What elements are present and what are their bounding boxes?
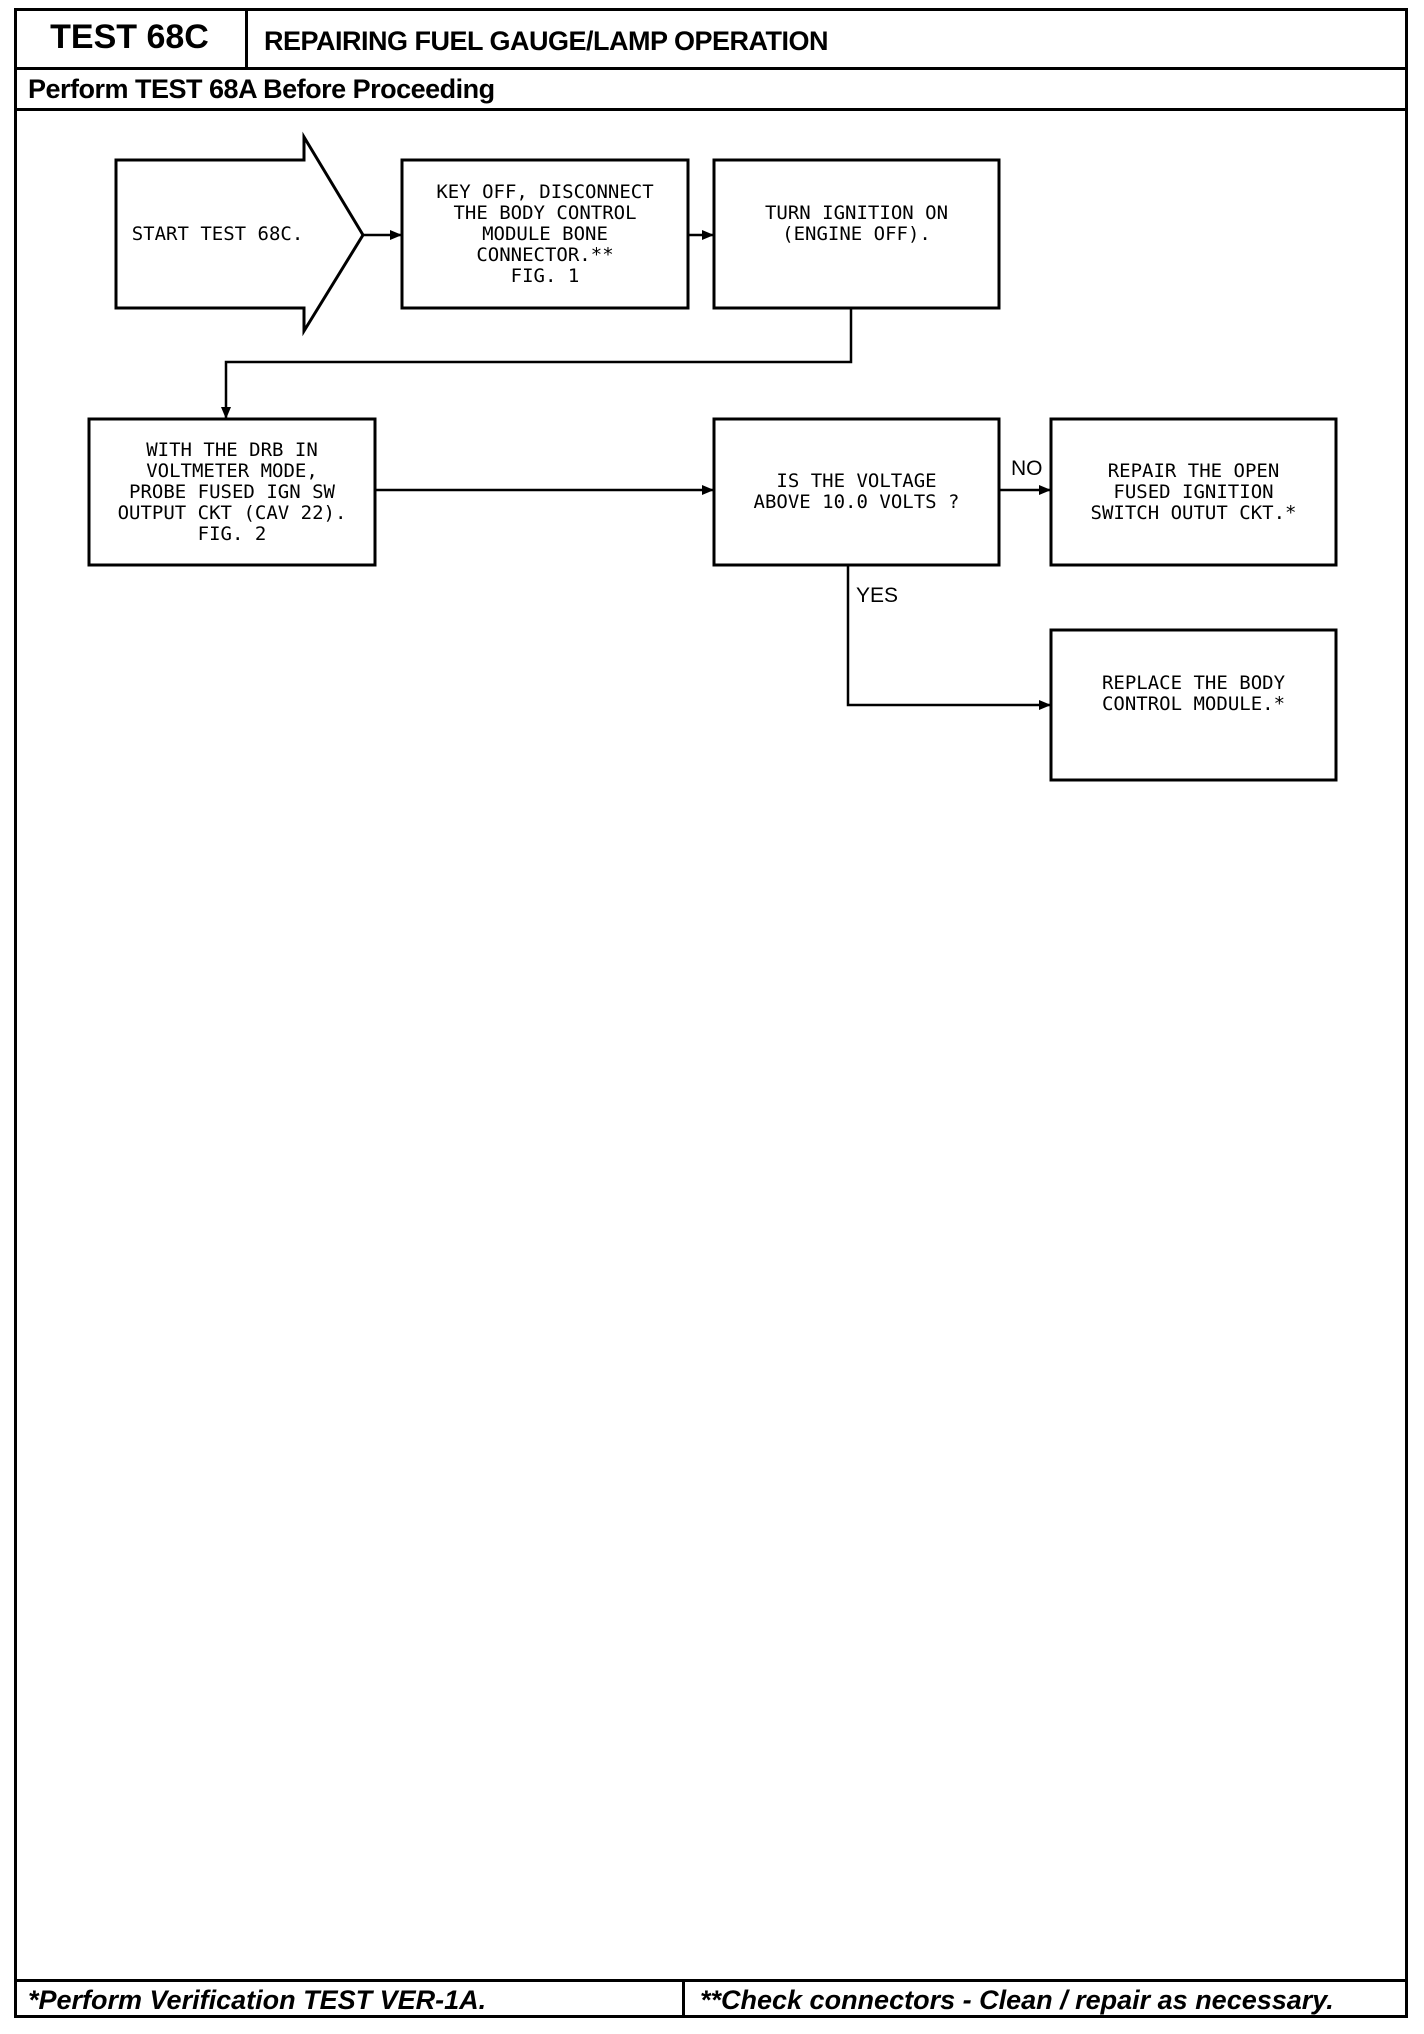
start-label: START TEST 68C. xyxy=(131,222,304,245)
prerequisite-row: Perform TEST 68A Before Proceeding xyxy=(14,67,1408,111)
page-title: REPAIRING FUEL GAUGE/LAMP OPERATION xyxy=(264,26,829,56)
no-result-box xyxy=(1049,417,1338,567)
yes-result-box xyxy=(1049,628,1338,782)
decision-text: IS THE VOLTAGE ABOVE 10.0 VOLTS ? xyxy=(753,470,960,513)
decision-box xyxy=(712,417,1001,567)
test-id: TEST 68C xyxy=(14,8,248,67)
step3-text: WITH THE DRB IN VOLTMETER MODE, PROBE FU… xyxy=(117,438,347,545)
step2-box xyxy=(712,158,1001,310)
step2-text: TURN IGNITION ON (ENGINE OFF). xyxy=(764,202,949,245)
footer: *Perform Verification TEST VER-1A. **Che… xyxy=(14,1979,1408,2018)
prerequisite-note: Perform TEST 68A Before Proceeding xyxy=(28,74,495,104)
page-frame xyxy=(14,8,1408,2018)
footer-divider xyxy=(682,1982,685,2018)
footnote-verification: *Perform Verification TEST VER-1A. xyxy=(28,1985,487,2015)
connector-decision-yes xyxy=(846,565,1051,710)
start-arrow-shape xyxy=(114,131,365,337)
step1-text: KEY OFF, DISCONNECT THE BODY CONTROL MOD… xyxy=(436,180,654,287)
yes-result-text: REPLACE THE BODY CONTROL MODULE.* xyxy=(1101,672,1286,715)
footnote-connectors: **Check connectors - Clean / repair as n… xyxy=(700,1985,1334,2015)
yes-branch-label: YES xyxy=(856,584,899,607)
connector-step2-step3 xyxy=(221,308,853,419)
no-branch-label: NO xyxy=(1011,457,1043,480)
step3-box xyxy=(87,417,377,567)
header-row: TEST 68C REPAIRING FUEL GAUGE/LAMP OPERA… xyxy=(14,8,1408,70)
no-result-text: REPAIR THE OPEN FUSED IGNITION SWITCH OU… xyxy=(1090,459,1297,524)
